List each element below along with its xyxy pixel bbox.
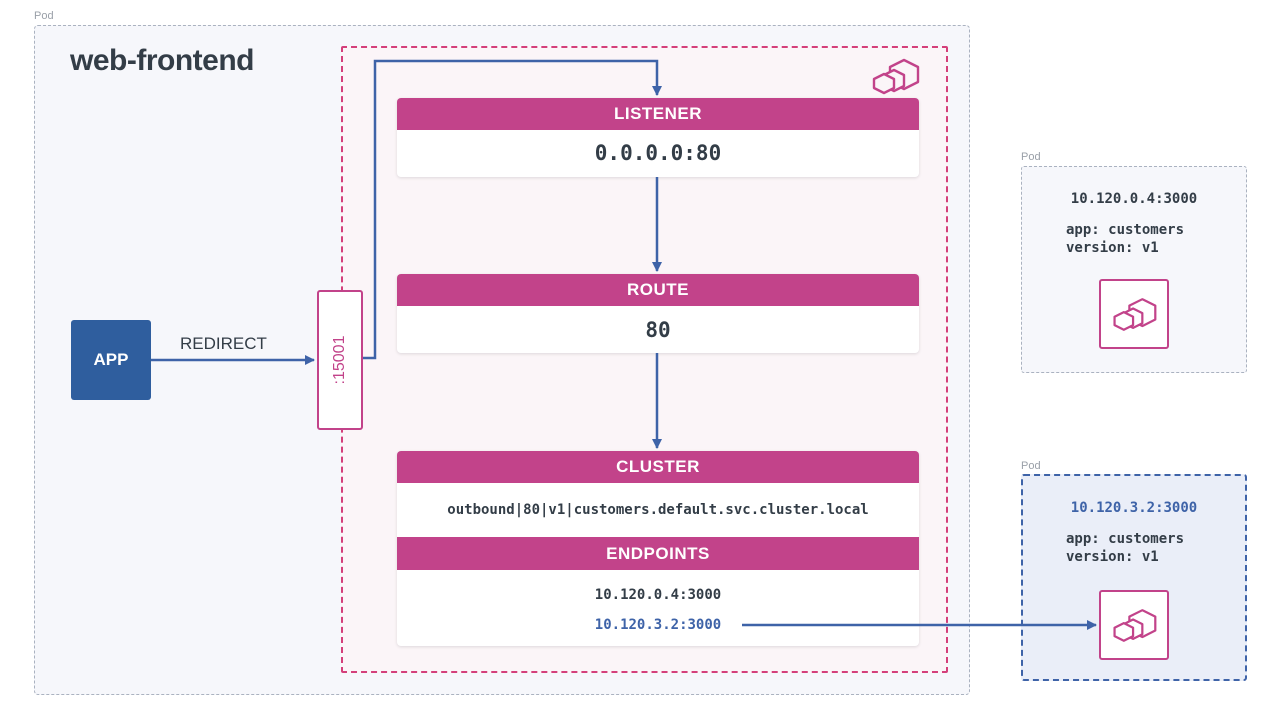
pod1-version-label: version: v1 [1066, 240, 1159, 256]
cluster-header: CLUSTER [397, 451, 919, 483]
port-15001-box: :15001 [317, 290, 363, 430]
pod1-label: Pod [1021, 151, 1041, 163]
envoy-icon [1113, 609, 1157, 642]
pod-title: web-frontend [70, 44, 254, 77]
route-value: 80 [645, 318, 671, 342]
redirect-label: REDIRECT [180, 334, 267, 353]
app-box[interactable]: APP [71, 320, 151, 400]
listener-card: LISTENER 0.0.0.0:80 [397, 98, 919, 177]
pod2-version-label: version: v1 [1066, 549, 1159, 565]
pod1-ip: 10.120.0.4:3000 [1070, 191, 1198, 207]
endpoint-item-2: 10.120.3.2:3000 [594, 617, 722, 633]
envoy-icon [1113, 298, 1157, 331]
listener-header: LISTENER [397, 98, 919, 130]
pod2-ip: 10.120.3.2:3000 [1070, 500, 1198, 516]
pod2-envoy-box [1099, 590, 1169, 660]
listener-value: 0.0.0.0:80 [594, 141, 722, 165]
endpoints-header: ENDPOINTS [397, 537, 919, 570]
pod-customers-1: 10.120.0.4:3000 app: customers version: … [1021, 166, 1247, 373]
route-header: ROUTE [397, 274, 919, 306]
route-card: ROUTE 80 [397, 274, 919, 353]
pod2-label: Pod [1021, 460, 1041, 472]
port-to-listener-arrow [363, 59, 662, 360]
pod1-envoy-box [1099, 279, 1169, 349]
envoy-icon [872, 58, 920, 95]
pod2-app-label: app: customers [1066, 531, 1185, 547]
cluster-value: outbound|80|v1|customers.default.svc.clu… [447, 502, 869, 518]
cluster-card: CLUSTER outbound|80|v1|customers.default… [397, 451, 919, 646]
endpoint-item-1: 10.120.0.4:3000 [594, 587, 722, 603]
pod-customers-2: 10.120.3.2:3000 app: customers version: … [1021, 474, 1247, 681]
main-pod-label: Pod [34, 10, 54, 22]
pod1-app-label: app: customers [1066, 222, 1185, 238]
